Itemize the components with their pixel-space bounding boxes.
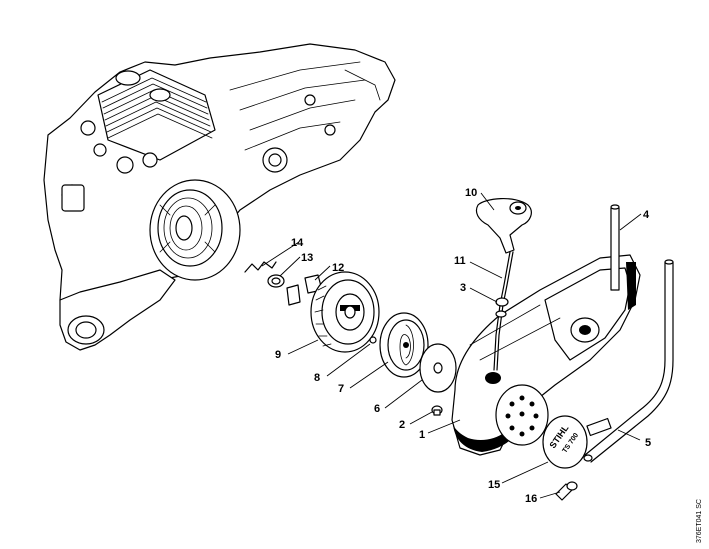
callout-7: 7 xyxy=(338,383,344,395)
part-4-tube xyxy=(610,204,620,291)
callout-16: 16 xyxy=(525,493,537,505)
callout-2: 2 xyxy=(399,419,405,431)
callout-6: 6 xyxy=(374,403,380,415)
part-5-bent-tube xyxy=(583,259,674,463)
warning-label xyxy=(586,417,612,437)
part-3-rope-guide xyxy=(495,297,509,318)
part-14-spring-clip xyxy=(244,261,277,273)
callout-8: 8 xyxy=(314,372,320,384)
engine-housing xyxy=(43,43,396,351)
part-6-washer-disc xyxy=(419,343,457,393)
callout-3: 3 xyxy=(460,282,466,294)
part-16-screw xyxy=(555,481,578,501)
callout-11: 11 xyxy=(454,255,466,267)
callout-labels: 14 13 12 9 8 7 6 2 1 10 11 3 4 5 15 16 xyxy=(275,187,651,505)
part-13-washer xyxy=(267,274,285,288)
leader-lines xyxy=(261,192,642,499)
callout-1: 1 xyxy=(419,429,425,441)
callout-15: 15 xyxy=(488,479,500,491)
part-9-rope-rotor xyxy=(310,271,380,353)
callout-4: 4 xyxy=(643,209,650,221)
callout-13: 13 xyxy=(301,252,313,264)
callout-14: 14 xyxy=(291,237,304,249)
part-1-starter-cover xyxy=(451,254,641,456)
part-7-spring-housing xyxy=(379,312,429,378)
part-pawl-lower xyxy=(286,284,301,306)
callout-10: 10 xyxy=(465,187,477,199)
part-15-logo-badge: STIHL TS 700 xyxy=(542,415,588,469)
callout-12: 12 xyxy=(332,262,344,274)
part-10-starter-grip xyxy=(475,198,532,254)
part-8-spring xyxy=(369,336,377,344)
callout-5: 5 xyxy=(645,437,651,449)
callout-9: 9 xyxy=(275,349,281,361)
drawing-code: 376ET041 SC xyxy=(696,499,703,543)
part-2-screw xyxy=(431,405,443,416)
cylinder-fins xyxy=(97,69,216,161)
flywheel-housing xyxy=(149,179,241,281)
